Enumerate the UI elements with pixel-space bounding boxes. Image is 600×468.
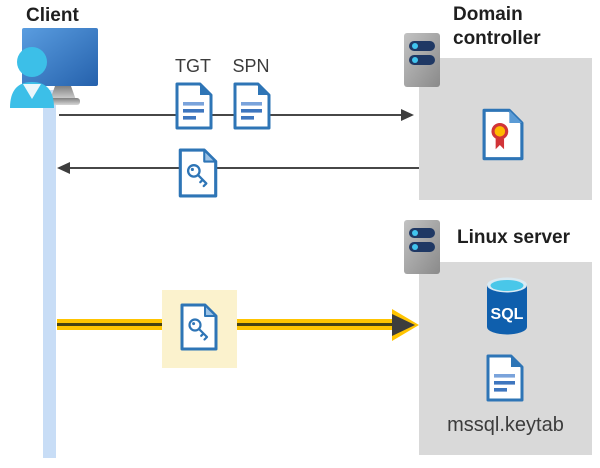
response-arrowhead-icon (57, 162, 70, 174)
request-arrow-line (59, 114, 403, 116)
ticket-arrowhead-icon (392, 314, 415, 336)
linux-server-label: Linux server (457, 227, 570, 248)
client-lifeline (43, 90, 56, 458)
sql-database-icon: SQL (485, 276, 529, 336)
linux-server-icon (403, 219, 441, 275)
key-document-icon (178, 148, 218, 198)
sql-icon-label: SQL (491, 306, 524, 323)
keytab-file-label: mssql.keytab (447, 414, 564, 436)
domain-controller-server-icon (403, 32, 441, 88)
response-arrow-line (70, 167, 419, 169)
domain-controller-label: Domain controller (453, 4, 541, 49)
service-key-document-icon (180, 302, 218, 352)
client-workstation-icon (8, 26, 100, 108)
tgt-document-icon (175, 82, 213, 130)
certificate-document-icon (482, 108, 524, 161)
keytab-document-icon (486, 353, 524, 403)
spn-document-icon (233, 82, 271, 130)
client-label: Client (26, 5, 79, 26)
spn-label: SPN (232, 56, 270, 76)
request-arrowhead-icon (401, 109, 414, 121)
tgt-label: TGT (175, 56, 211, 76)
